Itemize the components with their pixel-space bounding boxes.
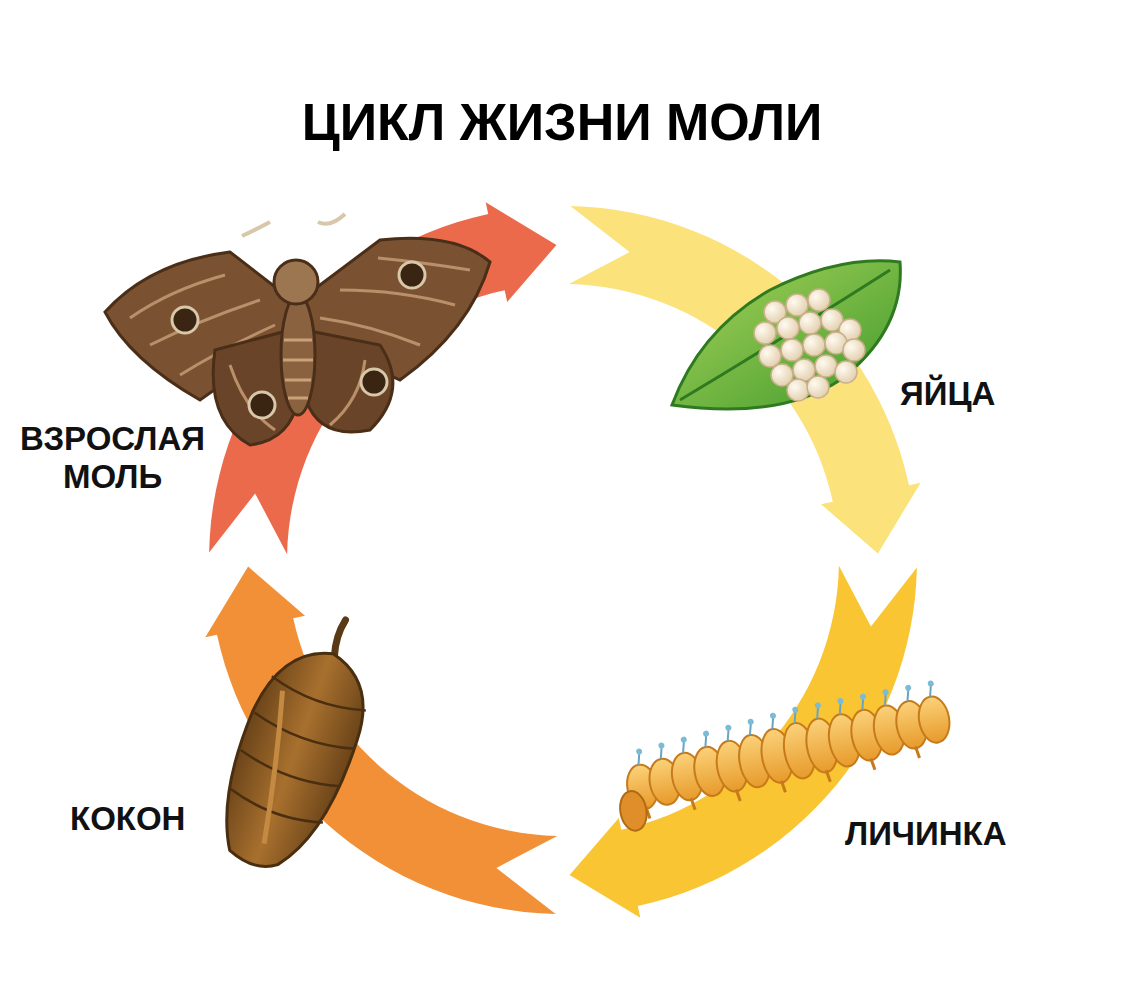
cycle-arrow: [569, 206, 921, 553]
cycle-arrow: [570, 566, 917, 918]
stage-node: ЯЙЦА: [670, 255, 1020, 415]
stage-label: ЯЙЦА: [900, 375, 995, 413]
larva-illustration: [607, 678, 959, 832]
stage-node: КОКОН: [65, 610, 395, 880]
cycle-arrow: [209, 202, 556, 554]
stage-label: ЛИЧИНКА: [845, 815, 1007, 853]
stage-label: ВЗРОСЛАЯ МОЛЬ: [5, 420, 220, 496]
cocoon-illustration: [203, 601, 395, 884]
moth-illustration: [105, 214, 490, 445]
diagram-title: ЦИКЛ ЖИЗНИ МОЛИ: [0, 92, 1124, 152]
stage-node: ЛИЧИНКА: [615, 680, 1045, 855]
stage-node: ВЗРОСЛАЯ МОЛЬ: [5, 210, 495, 510]
eggs-illustration: [672, 261, 900, 409]
stage-label: КОКОН: [70, 800, 185, 838]
